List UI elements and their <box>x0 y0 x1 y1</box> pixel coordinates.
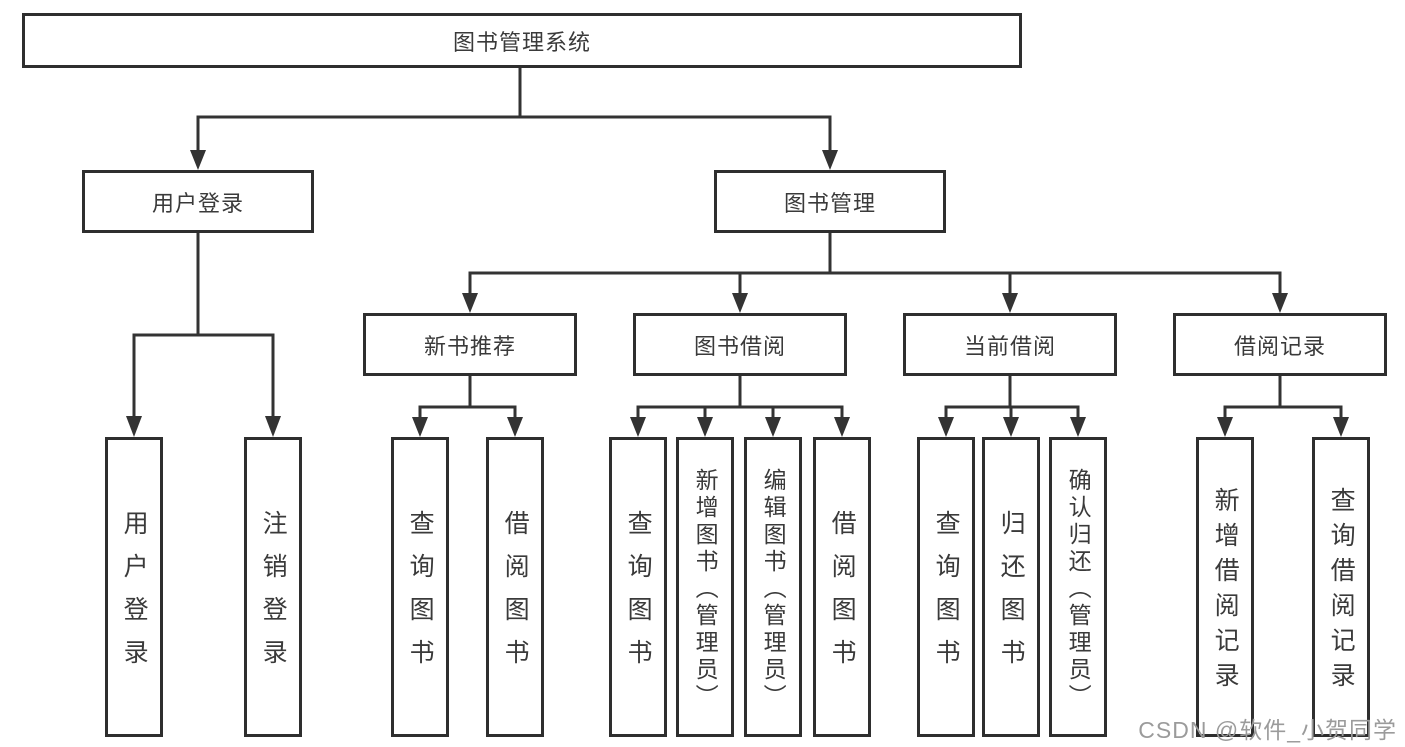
leaf-query-books-1-label: 查询图书 <box>406 510 435 682</box>
leaf-add-borrow-record: 新增借阅记录 <box>1196 437 1254 737</box>
node-book-management: 图书管理 <box>714 170 946 233</box>
node-current-borrow: 当前借阅 <box>903 313 1117 376</box>
node-book-management-label: 图书管理 <box>783 190 876 216</box>
node-borrow-record: 借阅记录 <box>1173 313 1387 376</box>
node-book-borrow-label: 图书借阅 <box>693 333 786 359</box>
node-current-borrow-label: 当前借阅 <box>963 333 1056 359</box>
node-new-book-recommend-label: 新书推荐 <box>423 333 516 359</box>
leaf-query-books-1: 查询图书 <box>391 437 449 737</box>
node-new-book-recommend: 新书推荐 <box>363 313 577 376</box>
leaf-add-borrow-record-label: 新增借阅记录 <box>1211 487 1240 697</box>
node-root-label: 图书管理系统 <box>452 29 591 55</box>
leaf-user-login-label: 用户登录 <box>120 510 149 682</box>
node-user-login-label: 用户登录 <box>151 190 244 216</box>
node-borrow-record-label: 借阅记录 <box>1233 333 1326 359</box>
leaf-query-books-3: 查询图书 <box>917 437 975 737</box>
node-book-borrow: 图书借阅 <box>633 313 847 376</box>
leaf-query-books-2-label: 查询图书 <box>624 510 653 682</box>
leaf-confirm-return-admin: 确认归还（管理员） <box>1049 437 1107 737</box>
leaf-query-borrow-record: 查询借阅记录 <box>1312 437 1370 737</box>
leaf-query-books-2: 查询图书 <box>609 437 667 737</box>
leaf-edit-books-admin-label: 编辑图书（管理员） <box>760 467 787 711</box>
leaf-confirm-return-admin-label: 确认归还（管理员） <box>1065 467 1092 711</box>
leaf-borrow-books-1-label: 借阅图书 <box>501 510 530 682</box>
leaf-user-login: 用户登录 <box>105 437 163 737</box>
leaf-logout: 注销登录 <box>244 437 302 737</box>
leaf-borrow-books-1: 借阅图书 <box>486 437 544 737</box>
leaf-edit-books-admin: 编辑图书（管理员） <box>744 437 802 737</box>
leaf-add-books-admin-label: 新增图书（管理员） <box>692 467 719 711</box>
csdn-watermark: CSDN @软件_小贺同学 <box>1138 717 1397 743</box>
leaf-borrow-books-2-label: 借阅图书 <box>828 510 857 682</box>
leaf-query-books-3-label: 查询图书 <box>932 510 961 682</box>
leaf-borrow-books-2: 借阅图书 <box>813 437 871 737</box>
leaf-query-borrow-record-label: 查询借阅记录 <box>1327 487 1356 697</box>
leaf-logout-label: 注销登录 <box>259 510 288 682</box>
node-user-login: 用户登录 <box>82 170 314 233</box>
leaf-add-books-admin: 新增图书（管理员） <box>676 437 734 737</box>
leaf-return-books-label: 归还图书 <box>997 510 1026 682</box>
leaf-return-books: 归还图书 <box>982 437 1040 737</box>
node-root: 图书管理系统 <box>22 13 1022 68</box>
